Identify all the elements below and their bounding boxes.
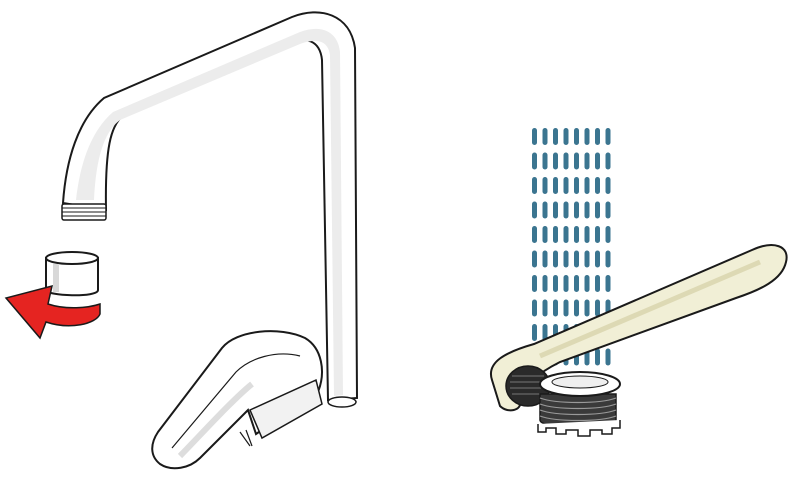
water-drop <box>574 153 579 170</box>
water-drop <box>585 177 590 194</box>
water-drop <box>606 177 611 194</box>
water-drop <box>585 202 590 219</box>
water-drop <box>543 202 548 219</box>
water-drop <box>553 300 558 317</box>
water-drop <box>532 275 537 292</box>
water-drop <box>543 251 548 268</box>
water-drop <box>564 226 569 243</box>
water-drop <box>564 177 569 194</box>
water-drop <box>595 300 600 317</box>
water-drop <box>606 202 611 219</box>
water-drop <box>595 251 600 268</box>
water-drop <box>585 251 590 268</box>
water-drop <box>543 226 548 243</box>
water-drop <box>532 300 537 317</box>
water-drop <box>574 300 579 317</box>
water-drop <box>585 226 590 243</box>
water-drop <box>595 226 600 243</box>
water-drop <box>543 300 548 317</box>
water-drop <box>532 324 537 341</box>
water-drop <box>564 153 569 170</box>
water-drop <box>595 153 600 170</box>
water-drop <box>564 128 569 145</box>
water-drop <box>585 300 590 317</box>
water-drop <box>564 251 569 268</box>
water-drop <box>532 251 537 268</box>
water-drop <box>543 177 548 194</box>
water-drop <box>543 128 548 145</box>
water-drop <box>543 275 548 292</box>
water-drop <box>606 128 611 145</box>
water-drop <box>606 350 611 362</box>
water-drop <box>574 226 579 243</box>
water-drop <box>553 128 558 145</box>
water-drop <box>595 275 600 292</box>
water-drop <box>595 202 600 219</box>
water-drop <box>606 226 611 243</box>
aerator-icon <box>46 252 98 295</box>
water-drop <box>532 202 537 219</box>
water-drop <box>574 177 579 194</box>
spout-thread <box>62 204 106 220</box>
water-drop <box>553 226 558 243</box>
water-drop <box>606 153 611 170</box>
water-drop <box>606 275 611 292</box>
water-drop <box>553 153 558 170</box>
aerator-insert-icon <box>506 366 620 436</box>
water-drop <box>595 177 600 194</box>
water-drop <box>585 153 590 170</box>
water-drop <box>553 275 558 292</box>
water-drop <box>553 177 558 194</box>
water-drop <box>532 226 537 243</box>
water-drop <box>553 251 558 268</box>
water-drop <box>532 153 537 170</box>
water-drop <box>564 202 569 219</box>
water-drop <box>595 350 600 362</box>
water-drop <box>574 202 579 219</box>
water-drop <box>585 275 590 292</box>
water-drop <box>564 300 569 317</box>
water-drop <box>585 128 590 145</box>
water-drop <box>543 153 548 170</box>
water-drop <box>595 128 600 145</box>
water-drop <box>574 128 579 145</box>
water-drop <box>564 275 569 292</box>
water-drop <box>574 251 579 268</box>
water-drop <box>574 275 579 292</box>
water-drop <box>532 177 537 194</box>
water-drop <box>532 128 537 145</box>
water-drop <box>553 202 558 219</box>
faucet-icon <box>62 12 357 468</box>
water-drop <box>606 251 611 268</box>
